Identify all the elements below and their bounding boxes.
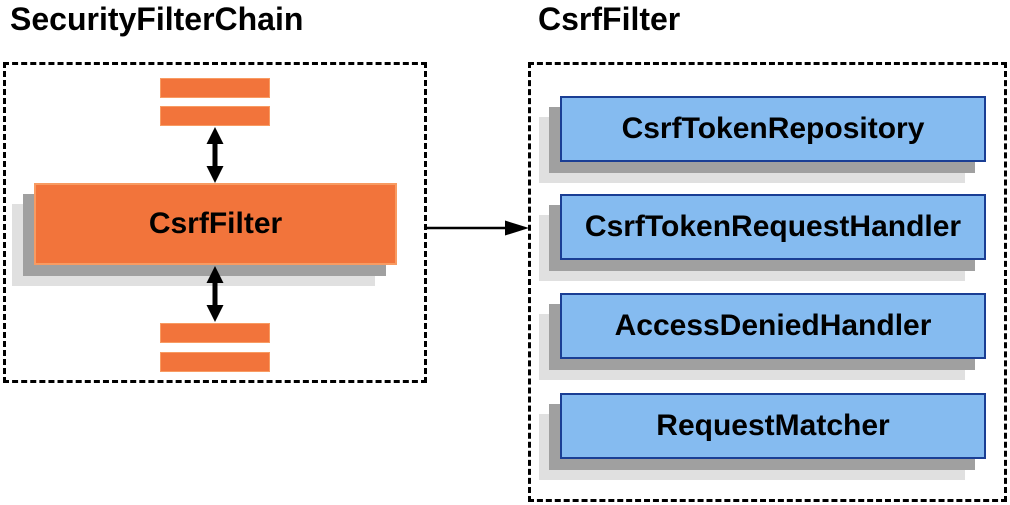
csrf-filter-node: CsrfFilter	[34, 183, 397, 265]
filter-bar	[160, 352, 270, 372]
component-label: AccessDeniedHandler	[614, 309, 932, 342]
double-headed-arrow-icon	[206, 127, 224, 183]
double-headed-arrow-icon	[206, 266, 224, 322]
csrf-filter-node-group: CsrfFilter	[12, 183, 397, 286]
csrf-filter-title: CsrfFilter	[538, 1, 681, 37]
csrf-filter-node-label: CsrfFilter	[148, 207, 283, 240]
component-group: CsrfTokenRequestHandler	[539, 194, 986, 281]
component-label: CsrfTokenRequestHandler	[584, 210, 962, 243]
security-filter-chain-container	[3, 62, 427, 383]
security-filter-chain-title: SecurityFilterChain	[10, 1, 304, 37]
request-matcher-node: RequestMatcher	[560, 393, 986, 459]
filter-bar	[160, 323, 270, 343]
access-denied-handler-node: AccessDeniedHandler	[560, 293, 986, 359]
csrf-filter-container	[528, 62, 1007, 502]
csrf-token-request-handler-node: CsrfTokenRequestHandler	[560, 194, 986, 260]
right-arrow-icon	[425, 220, 529, 236]
component-label: RequestMatcher	[656, 409, 890, 442]
component-group: CsrfTokenRepository	[539, 96, 986, 183]
filter-bar	[160, 106, 270, 126]
filter-bar	[160, 78, 270, 98]
component-label: CsrfTokenRepository	[621, 112, 925, 145]
component-group: AccessDeniedHandler	[539, 293, 986, 380]
component-group: RequestMatcher	[539, 393, 986, 480]
csrf-token-repository-node: CsrfTokenRepository	[560, 96, 986, 162]
